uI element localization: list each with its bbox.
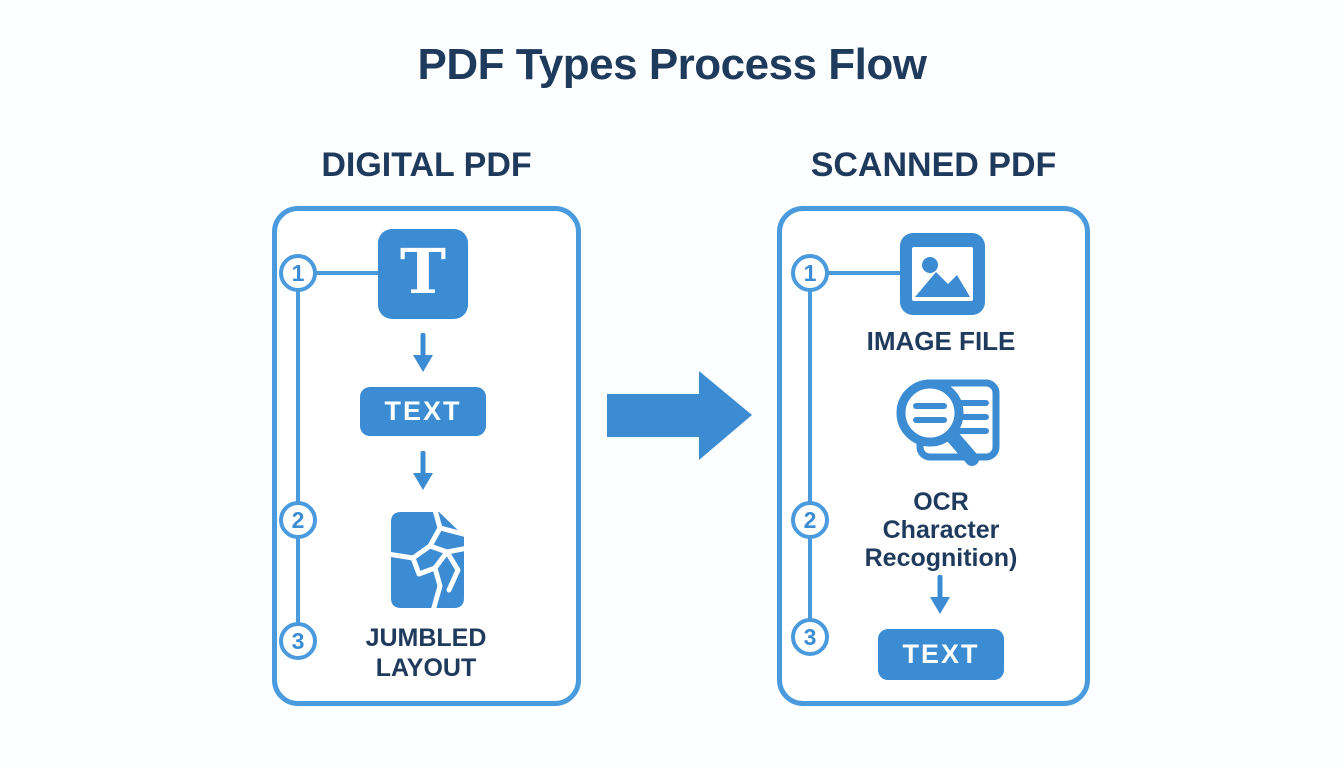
text-box-label: TEXT <box>902 639 980 669</box>
step-circle-3: 3 <box>279 622 317 660</box>
step-rail-line <box>296 273 300 641</box>
step1-connector-line <box>827 271 900 275</box>
digital-pdf-heading: DIGITAL PDF <box>321 146 532 184</box>
caption-line: OCR <box>913 488 969 516</box>
step-rail-line <box>808 273 812 637</box>
step-circle-1: 1 <box>791 254 829 292</box>
caption-line: LAYOUT <box>375 654 477 682</box>
step-circle-2: 2 <box>791 501 829 539</box>
step-number: 2 <box>291 506 305 533</box>
caption-line: Recognition) <box>864 544 1018 572</box>
digital-pdf-panel: 1 2 3 T TEXT <box>272 206 581 706</box>
flow-arrow-icon <box>607 368 753 463</box>
step-circle-3: 3 <box>791 618 829 656</box>
caption-line: IMAGE FILE <box>866 326 1016 356</box>
step-number: 3 <box>803 623 817 650</box>
ocr-label: OCR Character Recognition) <box>801 488 1081 572</box>
jumbled-layout-label: JUMBLED LAYOUT <box>306 623 546 683</box>
step-circle-2: 2 <box>279 501 317 539</box>
ocr-magnifier-icon <box>890 375 1000 471</box>
caption-line: JUMBLED <box>365 624 487 652</box>
jumbled-document-icon <box>385 508 470 612</box>
page-title: PDF Types Process Flow <box>417 40 927 89</box>
scanned-pdf-heading: SCANNED PDF <box>810 146 1057 184</box>
step-circle-1: 1 <box>279 254 317 292</box>
image-file-icon <box>900 233 985 315</box>
text-result-box: TEXT <box>878 629 1004 680</box>
down-arrow-icon <box>411 451 435 491</box>
step-number: 3 <box>291 627 305 654</box>
image-file-label: IMAGE FILE <box>821 326 1061 356</box>
step-number: 1 <box>291 259 305 286</box>
scanned-pdf-panel: 1 2 3 IMAGE FILE <box>777 206 1090 706</box>
caption-line: Character <box>882 516 1000 544</box>
text-t-icon: T <box>378 229 468 319</box>
step-number: 2 <box>803 506 817 533</box>
step1-connector-line <box>315 271 379 275</box>
text-result-box: TEXT <box>360 387 486 436</box>
down-arrow-icon <box>928 575 952 615</box>
t-glyph: T <box>399 235 447 308</box>
step-number: 1 <box>803 259 817 286</box>
text-box-label: TEXT <box>384 396 462 426</box>
down-arrow-icon <box>411 333 435 373</box>
